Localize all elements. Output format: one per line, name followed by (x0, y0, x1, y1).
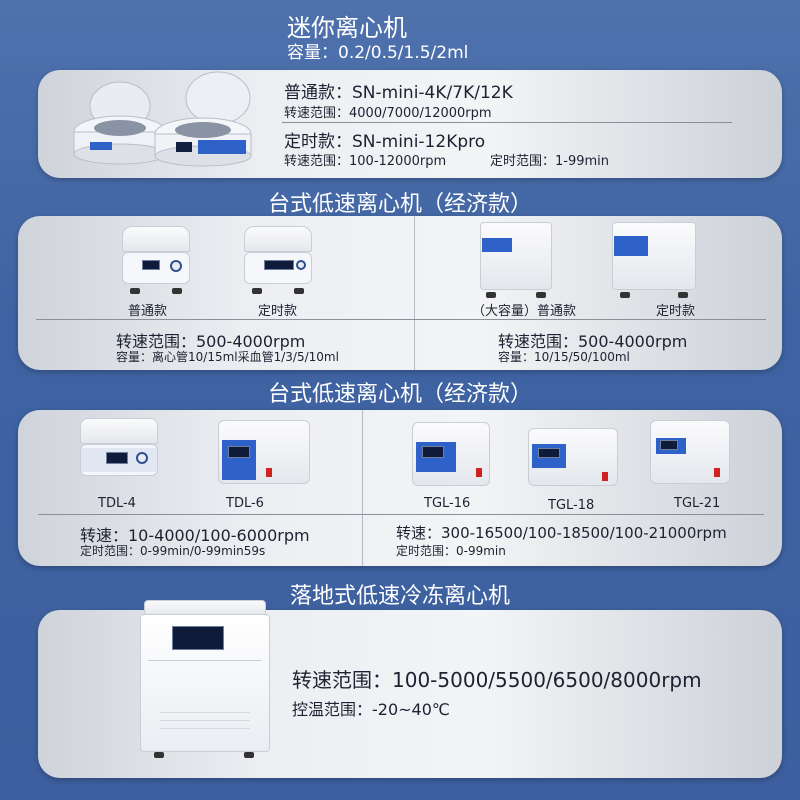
floor-temp-range: 控温范围：-20~40℃ (292, 700, 450, 719)
tdl-4-label: TDL-4 (98, 496, 136, 511)
timer-speed-range: 转速范围：100-12000rpm (284, 154, 447, 169)
section1-capacity: 容量：0.2/0.5/1.5/2ml (287, 43, 469, 63)
left-speed-range: 转速范围：500-4000rpm (116, 332, 306, 351)
mini-centrifuge-image (68, 70, 258, 170)
section3-title: 台式低速离心机（经济款） (267, 382, 532, 407)
tgl-16-image (412, 422, 492, 492)
divider (38, 514, 764, 515)
tgl-21-label: TGL-21 (674, 496, 721, 511)
tgl-18-image (528, 428, 620, 492)
large-capacity-centrifuge-image (480, 222, 554, 302)
timer-label: 定时款 (258, 304, 298, 319)
standard-model-label: 普通款：SN-mini-4K/7K/12K (284, 83, 513, 103)
column-divider (414, 216, 415, 370)
right-capacity: 容量：10/15/50/100ml (498, 350, 630, 364)
section2-title: 台式低速离心机（经济款） (267, 192, 532, 217)
divider (36, 319, 766, 320)
floor-centrifuge-image (140, 600, 270, 760)
benchtop-economy-panel-1: 普通款 定时款 （大容量）普通款 定时款 转速范围：500-4000rpm 容量… (18, 216, 782, 370)
section1-title: 迷你离心机 (287, 14, 407, 42)
left-speed: 转速：10-4000/100-6000rpm (80, 526, 310, 545)
divider (282, 122, 732, 123)
mini-centrifuge-panel: 普通款：SN-mini-4K/7K/12K 转速范围：4000/7000/120… (38, 70, 782, 178)
standard-label: 普通款 (128, 304, 168, 319)
right-speed-range: 转速范围：500-4000rpm (498, 332, 688, 351)
tdl-6-image (218, 420, 312, 490)
column-divider (362, 410, 363, 566)
tdl-6-label: TDL-6 (226, 496, 264, 511)
standard-speed-range: 转速范围：4000/7000/12000rpm (284, 106, 492, 121)
standard-centrifuge-image (122, 226, 192, 302)
timer-model-label: 定时款：SN-mini-12Kpro (284, 132, 486, 152)
section4-title: 落地式低速冷冻离心机 (289, 584, 510, 609)
right-timer-range: 定时范围：0-99min (396, 544, 506, 558)
timer-centrifuge-image (244, 226, 314, 302)
floor-speed-range: 转速范围：100-5000/5500/6500/8000rpm (292, 668, 702, 692)
left-capacity: 容量：离心管10/15ml采血管1/3/5/10ml (116, 350, 339, 364)
left-timer-range: 定时范围：0-99min/0-99min59s (80, 544, 266, 558)
large-capacity-label: （大容量）普通款 (472, 304, 577, 319)
tgl-16-label: TGL-16 (424, 496, 471, 511)
tgl-18-label: TGL-18 (548, 498, 595, 513)
large-timer-centrifuge-image (612, 222, 698, 302)
large-timer-label: 定时款 (656, 304, 696, 319)
tdl-4-image (80, 418, 160, 488)
benchtop-economy-panel-2: TDL-4 TDL-6 TGL-16 TGL-18 TGL-21 转速：10-4… (18, 410, 782, 566)
tgl-21-image (650, 420, 732, 490)
timer-range: 定时范围：1-99min (490, 154, 610, 169)
right-speed: 转速：300-16500/100-18500/100-21000rpm (396, 524, 727, 542)
